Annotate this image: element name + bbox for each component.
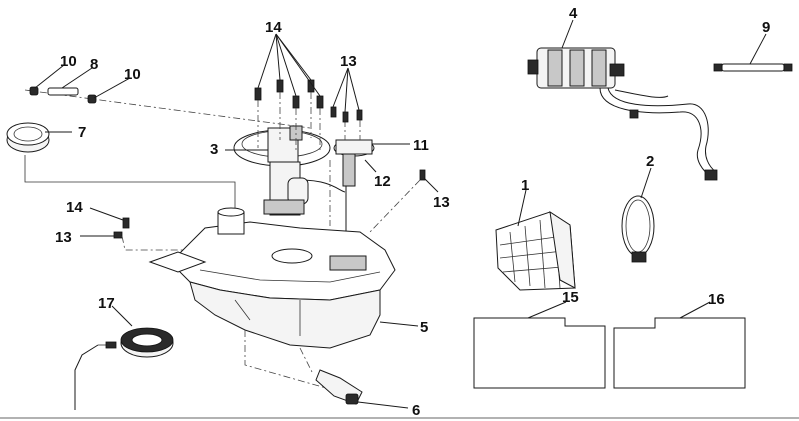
callout-7: 7: [78, 124, 86, 141]
sheet-gasket-15: [473, 317, 606, 389]
filler-cap: [6, 122, 236, 210]
tank-mount-screw-right: [369, 169, 426, 233]
callout-10-left: 10: [60, 53, 77, 70]
grid-shield: [495, 210, 576, 291]
callout-10-right: 10: [124, 66, 141, 83]
screw-set-sender: [330, 106, 363, 123]
callout-14-left: 14: [66, 199, 83, 216]
callout-5: 5: [420, 319, 428, 336]
fuel-level-sender: [329, 120, 375, 232]
fuel-pump-module: [233, 125, 346, 216]
callout-14-top: 14: [265, 19, 282, 36]
seal-ring-and-hose: [74, 327, 174, 410]
connector-tube: [713, 63, 793, 72]
callout-6: 6: [412, 402, 420, 419]
callout-11: 11: [413, 137, 429, 154]
callout-1: 1: [521, 177, 529, 194]
callout-2: 2: [646, 153, 654, 170]
leader-lines: [34, 19, 767, 409]
sheet-gasket-16: [613, 317, 746, 389]
callout-8: 8: [90, 56, 98, 73]
callout-13-top: 13: [340, 53, 357, 70]
fuel-tank: [148, 207, 396, 349]
tank-fitting: [244, 330, 363, 405]
callout-4: 4: [569, 5, 578, 22]
callout-13-left: 13: [55, 229, 72, 246]
strap-clamp: [621, 195, 655, 263]
callout-12: 12: [374, 173, 391, 190]
evap-canister: [527, 47, 718, 181]
hose-clamp-assembly: [24, 86, 311, 129]
callout-13-right: 13: [433, 194, 450, 211]
callout-9: 9: [762, 19, 770, 36]
callout-labels: 14 13 10 8 10 7 3 11 12 13 14 13 5 6 17 …: [55, 5, 770, 419]
callout-3: 3: [210, 141, 218, 158]
callout-17: 17: [98, 295, 115, 312]
callout-16: 16: [708, 291, 725, 308]
callout-15: 15: [562, 289, 579, 306]
tank-mount-fasteners-left: [113, 217, 190, 251]
